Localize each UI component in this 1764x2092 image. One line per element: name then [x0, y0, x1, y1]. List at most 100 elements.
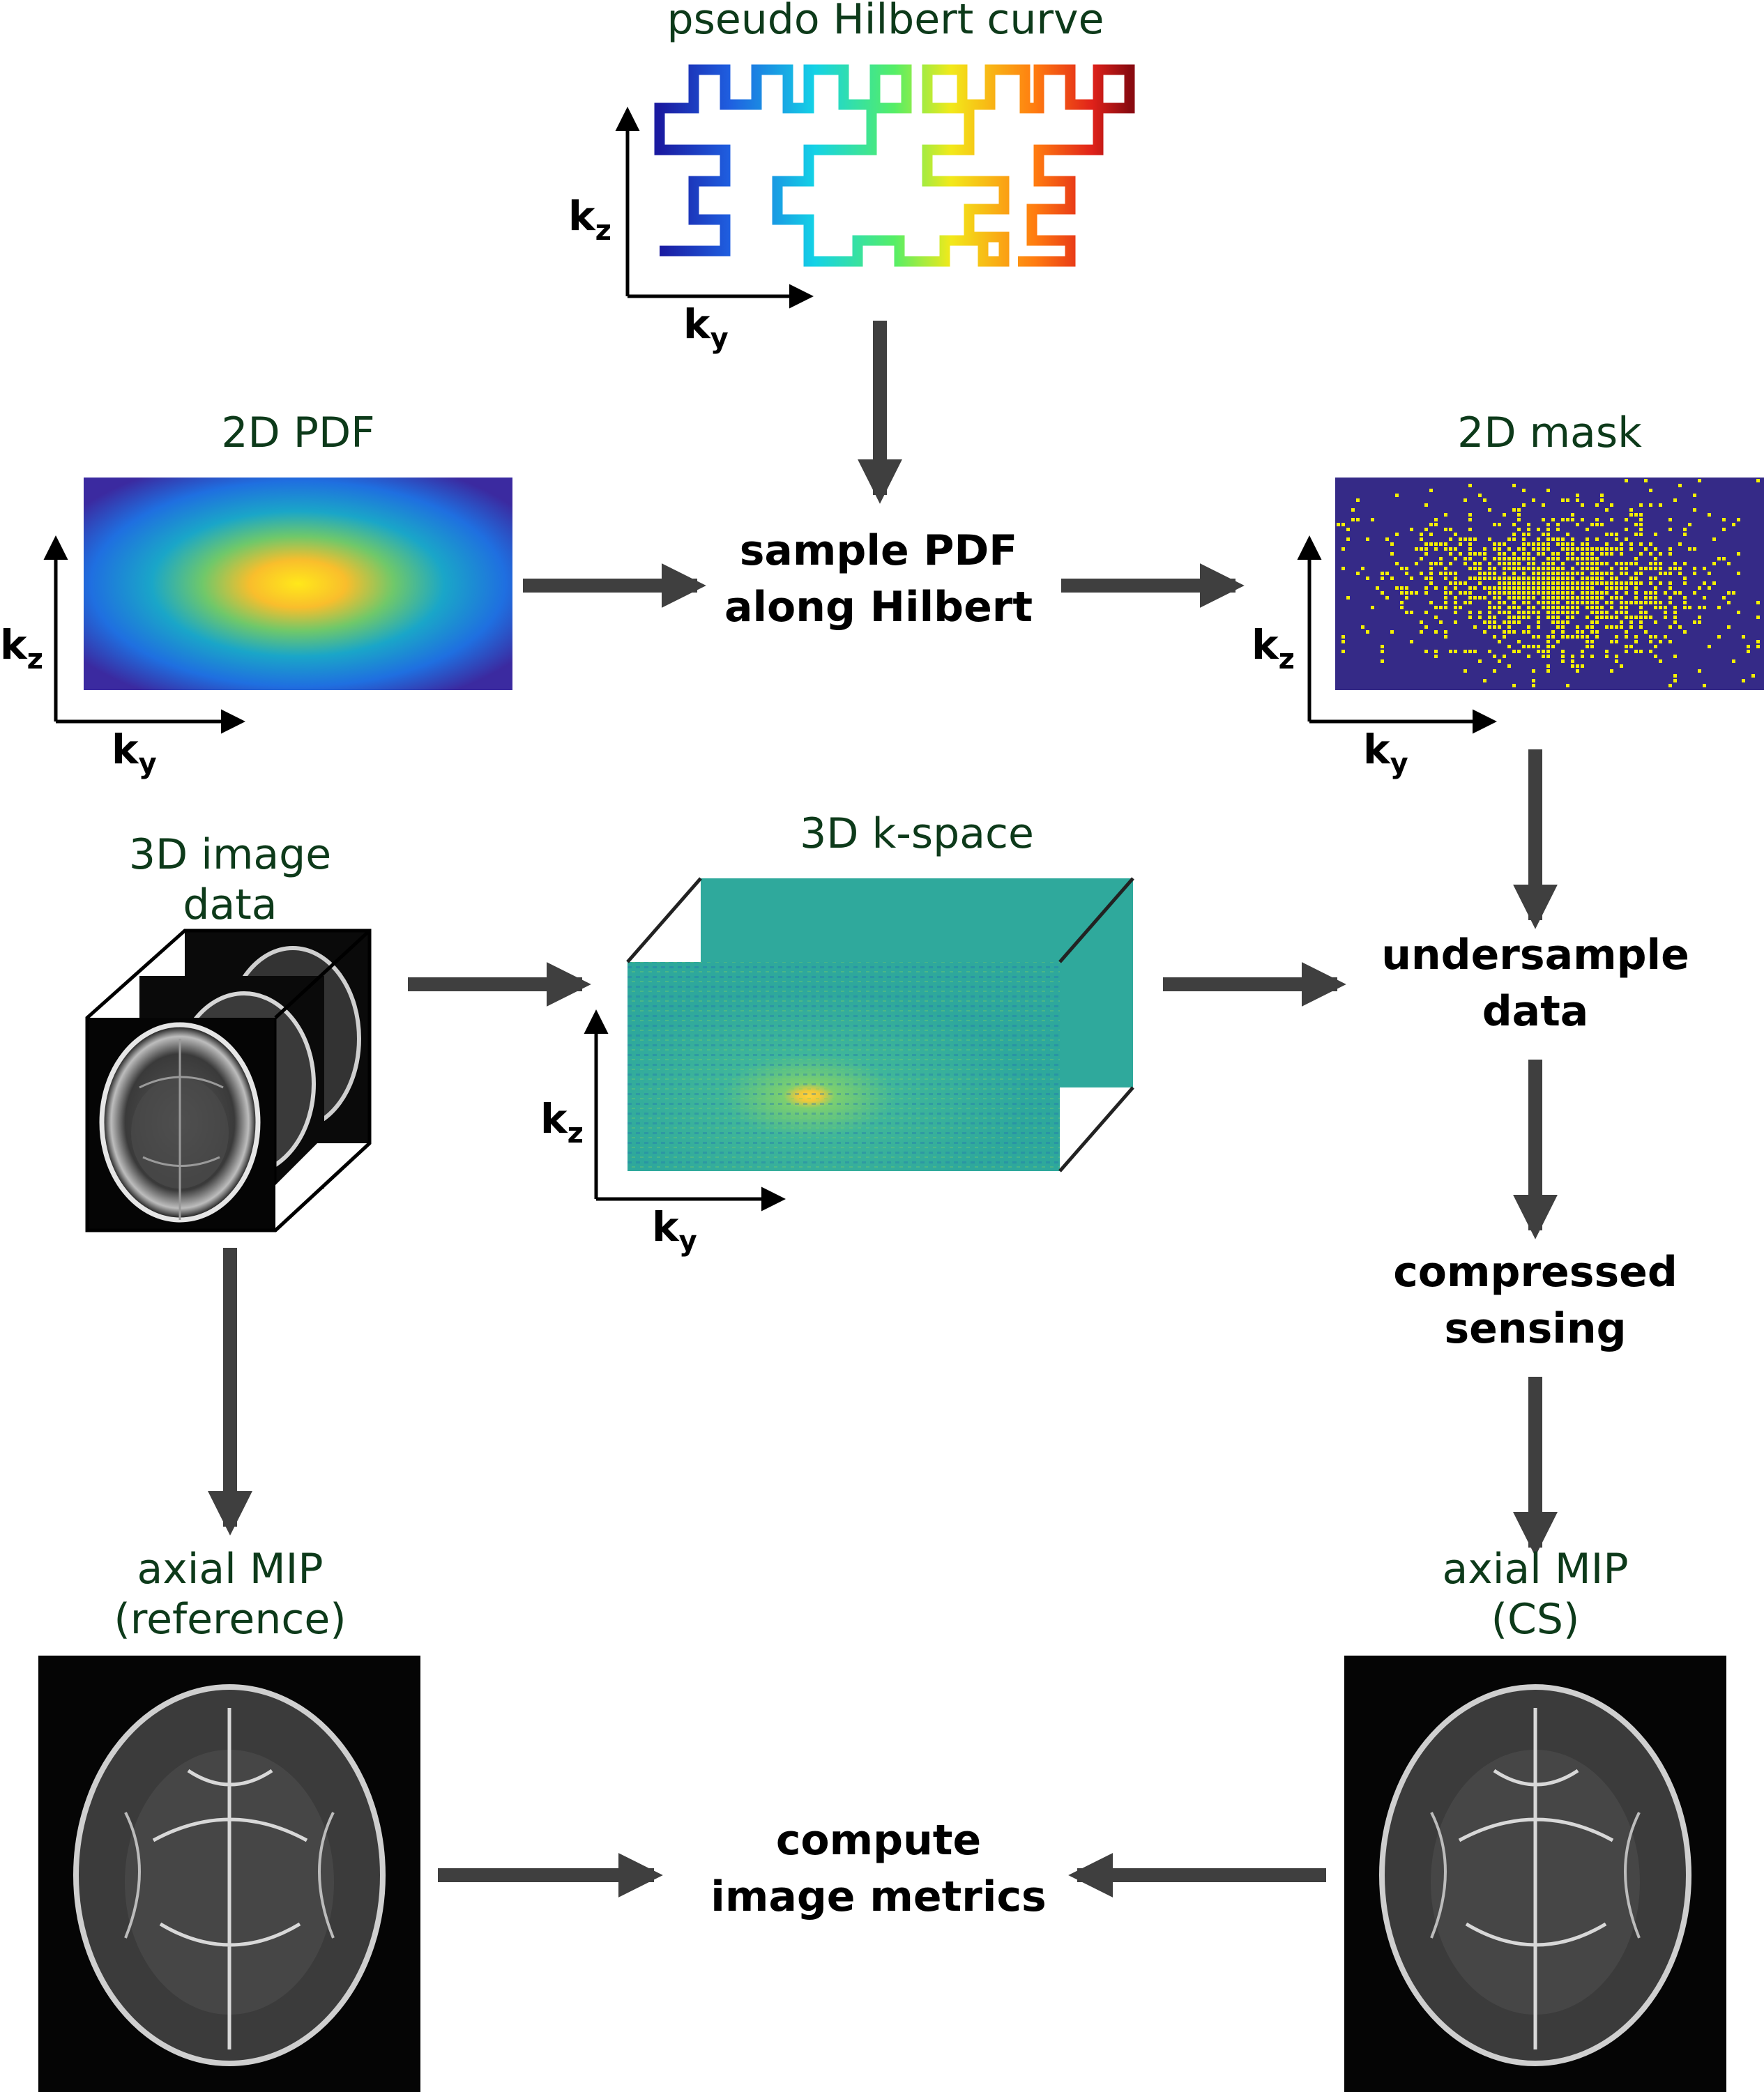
- mask-dot: [1503, 557, 1506, 560]
- mask-dot: [1542, 533, 1545, 536]
- mask-dot: [1625, 630, 1628, 634]
- mask-dot: [1449, 581, 1452, 585]
- mask-dot: [1551, 606, 1555, 609]
- mask-dot: [1405, 586, 1408, 590]
- mask-dot: [1546, 557, 1550, 560]
- mask-dot: [1444, 577, 1447, 580]
- mask-dot: [1522, 616, 1526, 619]
- mask-dot: [1507, 625, 1511, 629]
- mask-dot: [1566, 620, 1569, 624]
- mask-dot: [1493, 547, 1496, 551]
- mip-cs-image: [1344, 1656, 1726, 2092]
- mask-dot: [1556, 606, 1560, 609]
- mask-dot: [1512, 552, 1516, 556]
- mask-dot: [1459, 591, 1462, 595]
- mask-dot: [1449, 547, 1452, 551]
- mask-dot: [1615, 586, 1618, 590]
- mask-dot: [1566, 557, 1569, 560]
- mask-dot: [1566, 606, 1569, 609]
- mask-dot: [1468, 513, 1472, 517]
- mask-dot: [1683, 606, 1687, 609]
- mask-dot: [1561, 650, 1565, 653]
- image-data-title: 3D image data: [56, 830, 404, 930]
- mask-dot: [1756, 640, 1760, 643]
- mask-dot: [1742, 679, 1745, 682]
- mask-dot: [1595, 577, 1599, 580]
- step-compute-metrics: compute image metrics: [669, 1812, 1088, 1925]
- mask-dot: [1468, 601, 1472, 604]
- mask-dot: [1532, 567, 1535, 570]
- mask-dot: [1507, 537, 1511, 541]
- mask-dot: [1522, 547, 1526, 551]
- mask-dot: [1610, 606, 1613, 609]
- mask-dot: [1581, 635, 1584, 639]
- mask-dot: [1424, 591, 1428, 595]
- mask-dot: [1600, 611, 1604, 614]
- mask-dot: [1571, 611, 1574, 614]
- mask-dot: [1546, 528, 1550, 531]
- mask-dot: [1654, 562, 1657, 565]
- mask-dot: [1459, 552, 1462, 556]
- mask-dot: [1644, 630, 1648, 634]
- mask-dot: [1556, 625, 1560, 629]
- mask-dot: [1629, 620, 1633, 624]
- mask-dot: [1673, 655, 1677, 658]
- mask-dot: [1629, 581, 1633, 585]
- mask-dot: [1473, 625, 1477, 629]
- kspace-panel: kz ky: [540, 877, 1134, 1258]
- mask-dot: [1566, 586, 1569, 590]
- mask-dot: [1522, 577, 1526, 580]
- mask-dot: [1605, 611, 1609, 614]
- svg-text:ky: ky: [652, 1203, 697, 1258]
- mask-dot: [1703, 606, 1706, 609]
- mask-dot: [1649, 596, 1652, 600]
- mask-dot: [1561, 518, 1565, 521]
- mask-dot: [1537, 537, 1540, 541]
- mask-dot: [1473, 577, 1477, 580]
- mask-dot: [1644, 616, 1648, 619]
- mask-dot: [1678, 591, 1682, 595]
- mask-dot: [1595, 630, 1599, 634]
- mask-dot: [1649, 562, 1652, 565]
- mask-dot: [1395, 586, 1399, 590]
- mask-dot: [1625, 586, 1628, 590]
- mask-dot: [1522, 503, 1526, 507]
- mask-dot: [1600, 616, 1604, 619]
- mask-dot: [1420, 572, 1423, 575]
- mask-dot: [1498, 581, 1501, 585]
- mask-dot: [1693, 620, 1696, 624]
- mask-dot: [1405, 596, 1408, 600]
- mask-dot: [1708, 586, 1711, 590]
- mask-dot: [1454, 586, 1457, 590]
- mask-dot: [1556, 581, 1560, 585]
- mask-dot: [1708, 572, 1711, 575]
- mask-dot: [1488, 601, 1491, 604]
- mask-dot: [1454, 533, 1457, 536]
- mask-dot: [1576, 562, 1579, 565]
- mask-dot: [1424, 586, 1428, 590]
- mask-dot: [1424, 625, 1428, 629]
- mask-dot: [1639, 650, 1643, 653]
- mask-dot: [1395, 494, 1399, 497]
- mask-dot: [1522, 591, 1526, 595]
- mask-dot: [1498, 523, 1501, 526]
- mask-dot: [1615, 659, 1618, 663]
- mask-dot: [1586, 606, 1589, 609]
- mask-dot: [1537, 645, 1540, 648]
- mask-dot: [1415, 591, 1418, 595]
- mask-dot: [1361, 567, 1364, 570]
- mask-dot: [1561, 498, 1565, 502]
- mask-dot: [1439, 572, 1443, 575]
- mask-dot: [1581, 557, 1584, 560]
- mask-dot: [1566, 616, 1569, 619]
- mask-dot: [1390, 630, 1394, 634]
- mask-dot: [1664, 572, 1667, 575]
- mask-dot: [1366, 630, 1369, 634]
- mask-dot: [1556, 640, 1560, 643]
- mask-dot: [1615, 596, 1618, 600]
- mask-dot: [1400, 591, 1404, 595]
- mask-dot: [1517, 640, 1521, 643]
- mask-dot: [1356, 498, 1360, 502]
- mask-dot: [1503, 630, 1506, 634]
- mask-dot: [1512, 606, 1516, 609]
